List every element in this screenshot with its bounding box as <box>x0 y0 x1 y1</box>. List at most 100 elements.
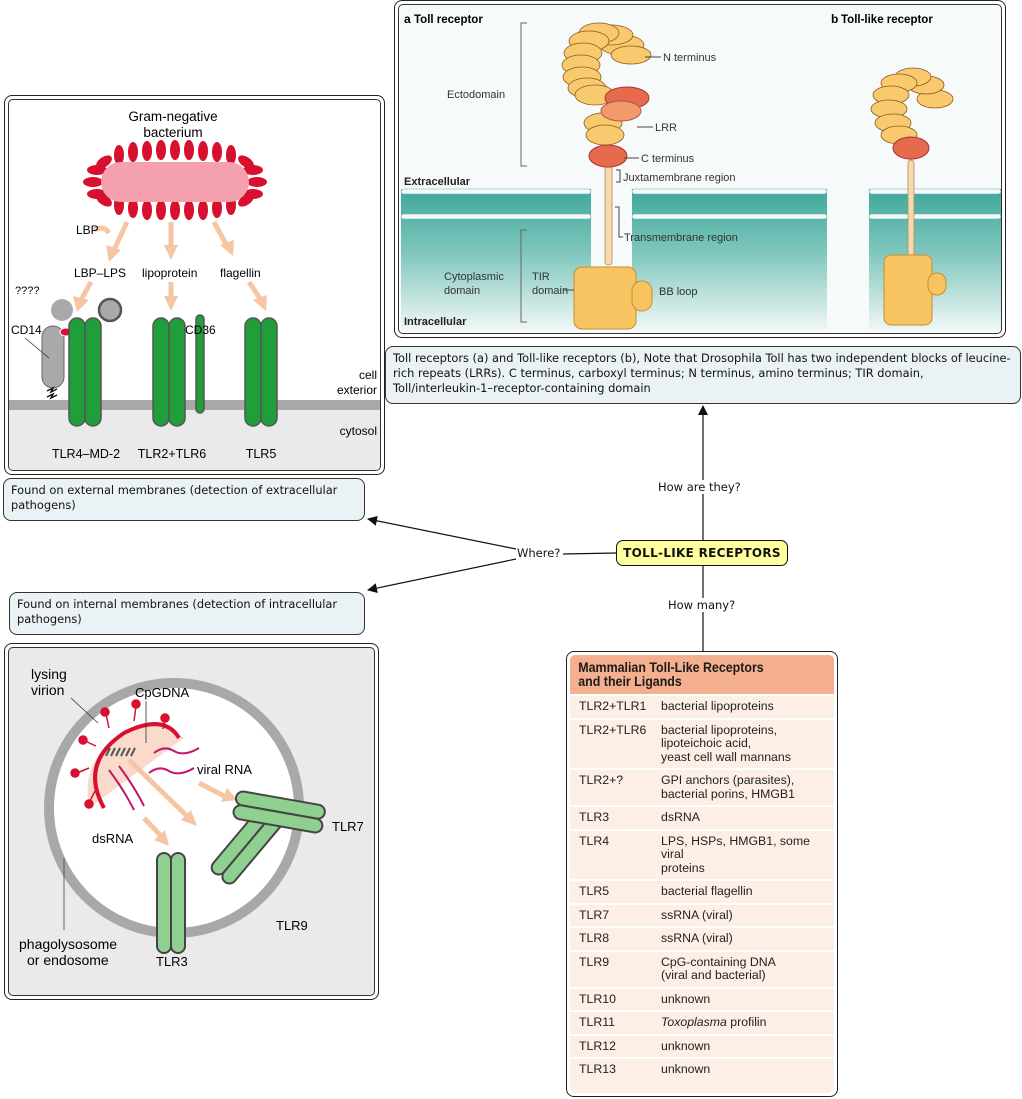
label-tlr4-md2: TLR4–MD-2 <box>52 447 120 461</box>
receptor-cell: TLR4 <box>579 833 610 848</box>
receptor-cell: TLR2+TLR1 <box>579 699 647 713</box>
label-cytoplasmic-1: Cytoplasmic <box>444 271 504 283</box>
label-cd36: CD36 <box>185 323 216 337</box>
membrane-middle <box>632 189 827 331</box>
table-title-line-2: and their Ligands <box>578 674 682 689</box>
label-viral-rna: viral RNA <box>197 762 252 777</box>
label-tlr9: TLR9 <box>276 918 308 933</box>
bacterium-title-2: bacterium <box>143 125 202 140</box>
central-concept-toll-like-receptors[interactable]: TOLL-LIKE RECEPTORS <box>616 540 788 566</box>
ligand-cell: bacterial lipoproteins <box>661 699 774 713</box>
table-title: Mammalian Toll-Like Receptors and their … <box>570 655 834 694</box>
link-arrow-internal <box>367 558 517 594</box>
tlr4-md2-complex <box>41 297 123 400</box>
label-cell-exterior-2: exterior <box>337 383 377 397</box>
plasma-membrane <box>9 400 380 410</box>
endosome-diagram: lysing virion CpGDNA viral RNA dsRNA pha… <box>19 666 364 969</box>
link-label-how-many: How many? <box>667 598 737 612</box>
receptor-cell: TLR8 <box>579 931 610 945</box>
ligand-cell: unknown <box>661 991 711 1006</box>
receptor-cell: TLR2+TLR6 <box>579 722 647 737</box>
ligand-cell: GPI anchors (parasites),bacterial porins… <box>661 773 795 801</box>
ligand-arrow-heads <box>154 788 237 846</box>
ligand-cell: CpG-containing DNA(viral and bacterial) <box>661 954 776 982</box>
label-cytoplasmic-2: domain <box>444 285 480 297</box>
label-tir-1: TIR <box>532 271 550 283</box>
label-dsrna: dsRNA <box>92 831 134 846</box>
table-title-line-1: Mammalian Toll-Like Receptors <box>578 660 764 675</box>
cytoplasmic-bracket <box>520 229 527 323</box>
label-cd14: CD14 <box>11 323 42 337</box>
label-cytosol: cytosol <box>340 424 377 438</box>
table-row: TLR13 unknown <box>570 1057 834 1081</box>
label-bb-loop: BB loop <box>659 286 698 298</box>
arrow-heads <box>73 240 267 312</box>
panel-b-letter: b <box>831 12 838 26</box>
label-tlr7: TLR7 <box>332 819 364 834</box>
ligand-cell: unknown <box>661 1038 711 1053</box>
link-arrow-external <box>367 515 517 550</box>
label-tlr3: TLR3 <box>156 954 188 969</box>
endosomal-tlrs <box>156 790 326 954</box>
ligand-cell: Toxoplasma profilin <box>661 1015 767 1029</box>
label-lipoprotein: lipoprotein <box>142 266 197 280</box>
label-transmembrane: Transmembrane region <box>624 232 738 244</box>
gram-negative-diagram: Gram-negative bacterium LBP LBP–LPS lipo… <box>9 109 380 470</box>
table-row: TLR2+TLR1 bacterial lipoproteins <box>570 694 834 718</box>
label-phago-2: or endosome <box>27 952 109 968</box>
link-line-where <box>562 552 617 555</box>
ligand-cell: ssRNA (viral) <box>661 907 733 922</box>
ligand-cell: dsRNA <box>661 810 700 824</box>
receptor-cell: TLR2+? <box>579 773 624 787</box>
panel-a-title: Toll receptor <box>414 14 483 26</box>
pathway-arrows <box>78 220 264 302</box>
label-intracellular: Intracellular <box>404 316 467 328</box>
internal-membranes-note[interactable]: Found on internal membranes (detection o… <box>9 592 365 635</box>
structure-caption-note[interactable]: Toll receptors (a) and Toll-like recepto… <box>385 346 1021 404</box>
bacterium <box>83 140 267 220</box>
label-lrr: LRR <box>655 122 677 134</box>
ligand-cell: ssRNA (viral) <box>661 931 733 945</box>
label-extracellular: Extracellular <box>404 176 471 188</box>
link-label-where: Where? <box>516 546 562 560</box>
label-ectodomain: Ectodomain <box>447 89 505 101</box>
tlr-green-pairs <box>68 314 278 427</box>
membrane-left <box>401 189 591 331</box>
toll-receptor-diagram: a Toll receptor b Toll-like receptor Ect… <box>400 12 1001 331</box>
label-flagellin: flagellin <box>220 266 261 280</box>
receptor-cell: TLR5 <box>579 884 610 898</box>
label-lysing-2: virion <box>31 682 64 698</box>
label-c-terminus: C terminus <box>641 153 695 165</box>
tlr-ligand-table: Mammalian Toll-Like Receptors and their … <box>566 651 838 1097</box>
label-tlr5: TLR5 <box>246 447 277 461</box>
toll-receptor-a <box>561 22 653 330</box>
bacterium-title-1: Gram-negative <box>128 109 217 124</box>
toll-like-receptor-b <box>870 67 954 326</box>
external-membranes-note[interactable]: Found on external membranes (detection o… <box>3 478 365 521</box>
link-label-how-are-they: How are they? <box>657 480 742 494</box>
label-cell-exterior-1: cell <box>359 368 377 382</box>
cytosol-area <box>9 406 380 470</box>
receptor-cell: TLR3 <box>579 810 610 824</box>
label-phago-1: phagolysosome <box>19 936 117 952</box>
lipid-heads <box>400 188 1001 220</box>
ligand-cell: unknown <box>661 1062 711 1076</box>
table-row: TLR8 ssRNA (viral) <box>570 926 834 950</box>
label-unknown: ???? <box>15 285 39 297</box>
label-juxtamembrane: Juxtamembrane region <box>623 172 736 184</box>
receptor-cell: TLR13 <box>579 1062 616 1076</box>
label-lbp-lps: LBP–LPS <box>74 266 126 280</box>
label-tir-2: domain <box>532 285 568 297</box>
ligand-arrows <box>127 758 226 838</box>
